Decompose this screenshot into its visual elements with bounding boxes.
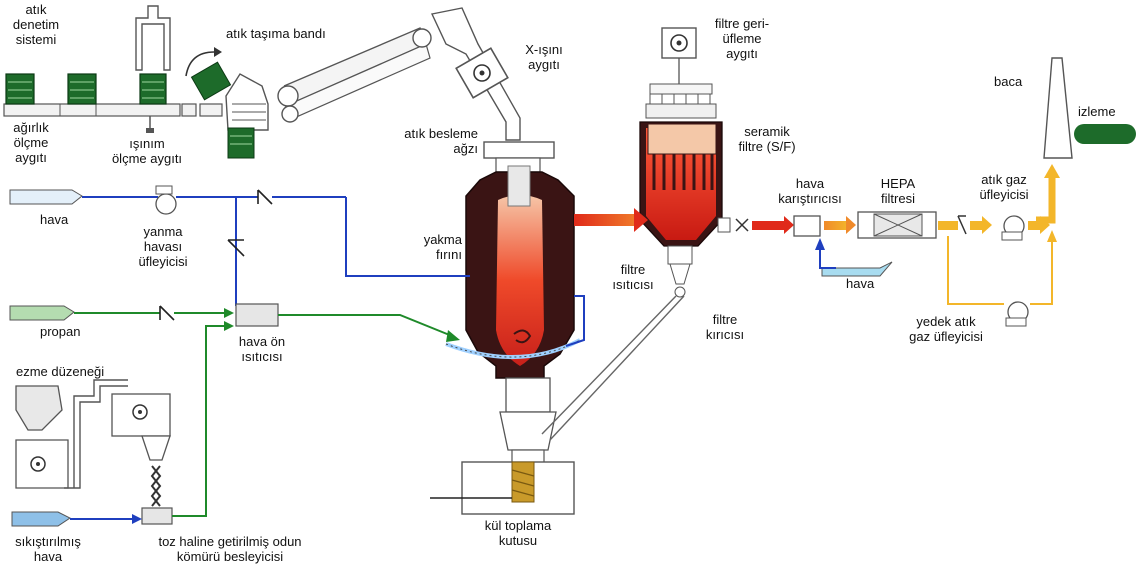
crusher-label: ezme düzeneği (16, 364, 105, 379)
xray-label: X-ışını aygıtı (525, 42, 563, 72)
combustion-blower-label: yanma havası üfleyicisi (138, 224, 188, 269)
charcoal-feeder-label: toz haline getirilmiş odun kömürü besley… (158, 534, 302, 564)
feed-mouth-label: atık besleme ağzı (404, 126, 478, 156)
propane-label: propan (40, 324, 81, 339)
air-label-1: hava (40, 212, 69, 227)
check-valve-icon (957, 215, 967, 235)
waste-bin-1 (5, 73, 35, 105)
waste-bin-2 (67, 73, 97, 105)
exhaust-blower-label: atık gaz üfleyicisi (979, 172, 1029, 202)
air-label-2: hava (846, 276, 875, 291)
rotate-arrow-icon (214, 47, 222, 57)
receiving-hopper (225, 73, 269, 159)
combustion-blower-icon (155, 193, 177, 215)
waste-bin-3 (139, 73, 167, 105)
stack-label: baca (994, 74, 1023, 89)
incineration-furnace (445, 165, 581, 465)
ball-valve-icon (735, 218, 749, 232)
air-inlet-1 (9, 189, 83, 205)
charcoal-feeder (141, 507, 173, 525)
crusher-assembly (15, 379, 173, 525)
ash-box-label: kül toplama kutusu (484, 518, 552, 548)
monitor-device (1074, 124, 1136, 144)
weighing-label: ağırlık ölçme aygıtı (13, 120, 49, 165)
stack (1043, 57, 1073, 159)
hepa-label: HEPA filtresi (880, 176, 916, 206)
feed-chute (430, 7, 555, 173)
air-mixer (793, 215, 821, 237)
furnace-label: yakma fırını (423, 232, 462, 262)
hot-gas-flow (574, 208, 648, 232)
check-valve-icon (227, 239, 245, 257)
preheater-label: hava ön ısıtıcısı (238, 334, 286, 364)
propane-system (9, 303, 460, 342)
flue-gas-duct (717, 164, 1060, 241)
filter-crusher-label: filtre kırıcısı (705, 312, 745, 342)
mixer-air-inlet (815, 238, 893, 277)
monitor-label: izleme (1078, 104, 1116, 119)
waste-conveyor-belt (277, 27, 432, 123)
ash-collection-box (430, 461, 575, 515)
radiation-detector-frame (135, 5, 171, 71)
propane-inlet (9, 305, 75, 321)
feed-mouth (483, 141, 555, 159)
check-valve-icon (257, 189, 273, 205)
waste-control-label: atık denetim sistemi (12, 2, 60, 47)
compressed-air-line (11, 321, 234, 527)
filter-heater-label: filtre ısıtıcısı (612, 262, 654, 292)
backup-blower-label: yedek atık gaz üfleyicisi (909, 314, 983, 344)
backflush-label: filtre geri- üfleme aygıtı (714, 16, 770, 61)
flame-icon (513, 329, 532, 344)
radiation-label: ışınım ölçme aygıtı (111, 136, 183, 166)
filter-crusher-icon (674, 286, 686, 298)
ceramic-filter (639, 27, 723, 298)
check-valve-icon (159, 305, 175, 321)
ceramic-filter-label: seramik filtre (S/F) (738, 124, 796, 154)
conveyor-label: atık taşıma bandı (226, 26, 326, 41)
air-preheater (235, 303, 279, 327)
combustion-air-system (9, 185, 585, 347)
backup-blower-loop (947, 230, 1057, 327)
filter-ash-line (541, 295, 685, 441)
tipping-bin (185, 47, 232, 101)
waste-control-conveyor (3, 103, 223, 133)
compressed-air-label: sıkıştırılmış hava (15, 534, 81, 564)
air-mixer-label: hava karıştırıcısı (778, 176, 842, 206)
